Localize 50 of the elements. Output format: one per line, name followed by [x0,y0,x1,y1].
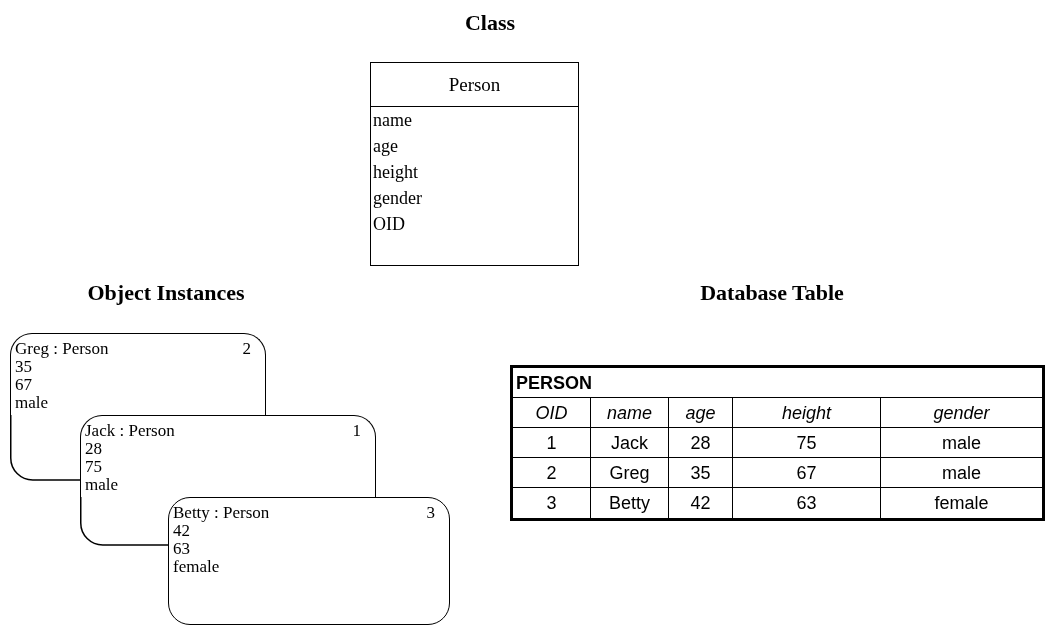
table-cell: 1 [513,428,591,458]
table-cell: 3 [513,488,591,518]
table-cell: 42 [669,488,733,518]
table-name: PERSON [513,368,1042,398]
attribute-value: 35 [15,358,32,376]
table-cell: 28 [669,428,733,458]
object-name: Jack : Person [85,422,175,440]
attribute-value: 28 [85,440,103,458]
table-cell: male [881,428,1042,458]
object-name: Greg : Person [15,340,109,358]
heading: Object Instances [87,280,245,306]
attribute-value: 75 [85,458,103,476]
object-card [168,497,450,625]
table-cell: Jack [591,428,669,458]
attribute-value: 42 [173,522,190,540]
column-header: height [733,398,881,428]
table-cell: 67 [733,458,881,488]
table-cell: 35 [669,458,733,488]
table-cell: Betty [591,488,669,518]
column-header: gender [881,398,1042,428]
table-cell: 75 [733,428,881,458]
table-cell: 2 [513,458,591,488]
object-id: 2 [242,340,251,358]
column-header: age [669,398,733,428]
object-name: Betty : Person [173,504,270,522]
heading: Database Table [700,280,844,306]
table-cell: Greg [591,458,669,488]
attribute-value: male [15,394,50,412]
database-table [510,365,1045,521]
attribute-value: male [85,476,120,494]
heading: Class [464,10,516,36]
attribute: height [372,161,419,184]
class-box [370,62,579,266]
attribute: name [372,109,413,132]
object-card [80,415,376,497]
column-header: OID [513,398,591,428]
table-cell-text: female [933,492,990,515]
table-cell: 63 [733,488,881,518]
attribute: age [372,135,399,158]
attribute-value: 67 [15,376,33,394]
table-cell: male [881,458,1042,488]
class-name: Person [371,63,578,107]
attribute-value: female [173,558,221,576]
object-id: 1 [352,422,361,440]
attribute: gender [372,187,423,210]
attribute: OID [372,213,406,236]
object-id: 3 [426,504,435,522]
column-header: name [591,398,669,428]
attribute-value: 63 [173,540,191,558]
object-card [10,333,266,415]
